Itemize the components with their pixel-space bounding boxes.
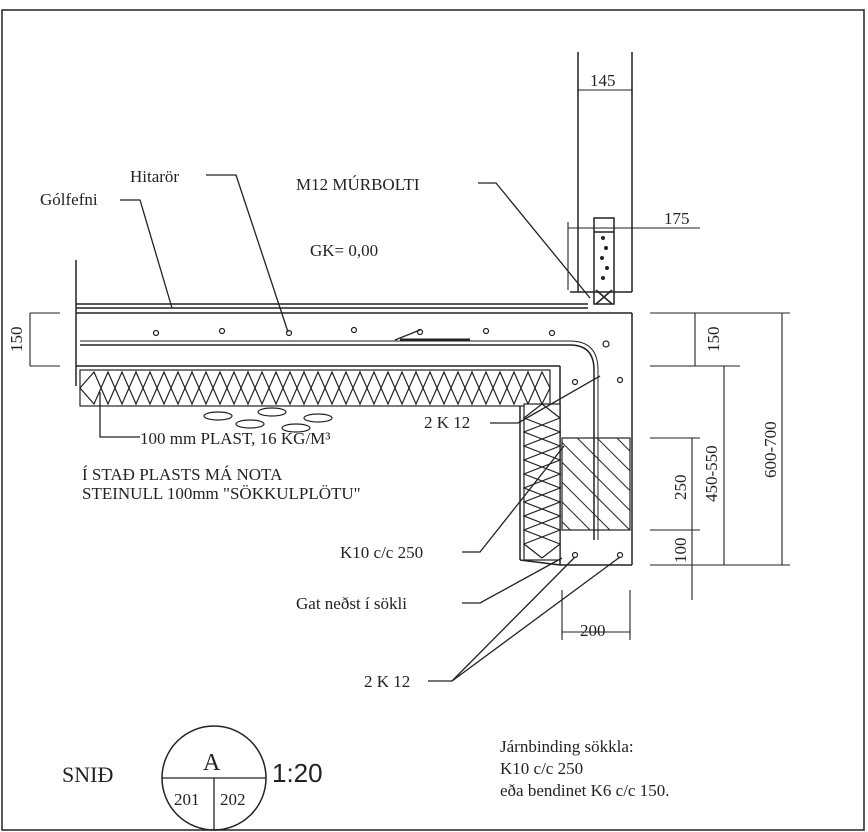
dim-600-700: 600-700 — [761, 421, 780, 478]
scale-label: 1:20 — [272, 758, 323, 788]
bracket-holes — [600, 236, 609, 280]
section-letter: A — [203, 750, 221, 776]
label-k12-bottom: 2 K 12 — [364, 672, 410, 691]
dim-450-550: 450-550 — [702, 445, 721, 502]
label-k10: K10 c/c 250 — [340, 543, 423, 562]
sheet-frame — [1, 9, 865, 831]
sheet-ref-left: 201 — [174, 790, 200, 809]
label-hitaror: Hitarör — [130, 167, 179, 186]
dim-100: 100 — [671, 538, 690, 564]
dimension-lines — [29, 84, 790, 640]
label-murbolti: M12 MÚRBOLTI — [296, 175, 420, 194]
label-k12-top: 2 K 12 — [424, 413, 470, 432]
section-title: SNIÐ — [62, 762, 113, 787]
label-alt-line2: STEINULL 100mm "SÖKKULPLÖTU" — [82, 484, 361, 503]
dim-175: 175 — [664, 209, 690, 228]
footing-hatch — [561, 437, 631, 531]
label-gk: GK= 0,00 — [310, 241, 378, 260]
label-alt-line1: Í STAÐ PLASTS MÁ NOTA — [82, 465, 283, 484]
dim-150-left: 150 — [7, 327, 26, 353]
dim-145: 145 — [590, 71, 616, 90]
label-golfefni: Gólfefni — [40, 190, 98, 209]
insulation-slab — [79, 369, 551, 407]
rebar-bent-inner — [80, 340, 599, 540]
dim-250: 250 — [671, 475, 690, 501]
sheet-ref-right: 202 — [220, 790, 246, 809]
label-plast: 100 mm PLAST, 16 KG/M³ — [140, 429, 330, 448]
notes-heading: Járnbinding sökkla: — [500, 737, 634, 756]
notes-line2: eða bendinet K6 c/c 150. — [500, 781, 669, 800]
wall-above — [570, 52, 633, 305]
notes-line1: K10 c/c 250 — [500, 759, 583, 778]
leader-lines — [99, 174, 621, 682]
label-gat: Gat neðst í sökli — [296, 594, 407, 613]
plastic-symbol — [203, 407, 333, 433]
section-marker — [161, 725, 267, 831]
dim-150-right: 150 — [704, 327, 723, 353]
dim-200: 200 — [580, 621, 606, 640]
rebar-bent — [80, 344, 595, 540]
